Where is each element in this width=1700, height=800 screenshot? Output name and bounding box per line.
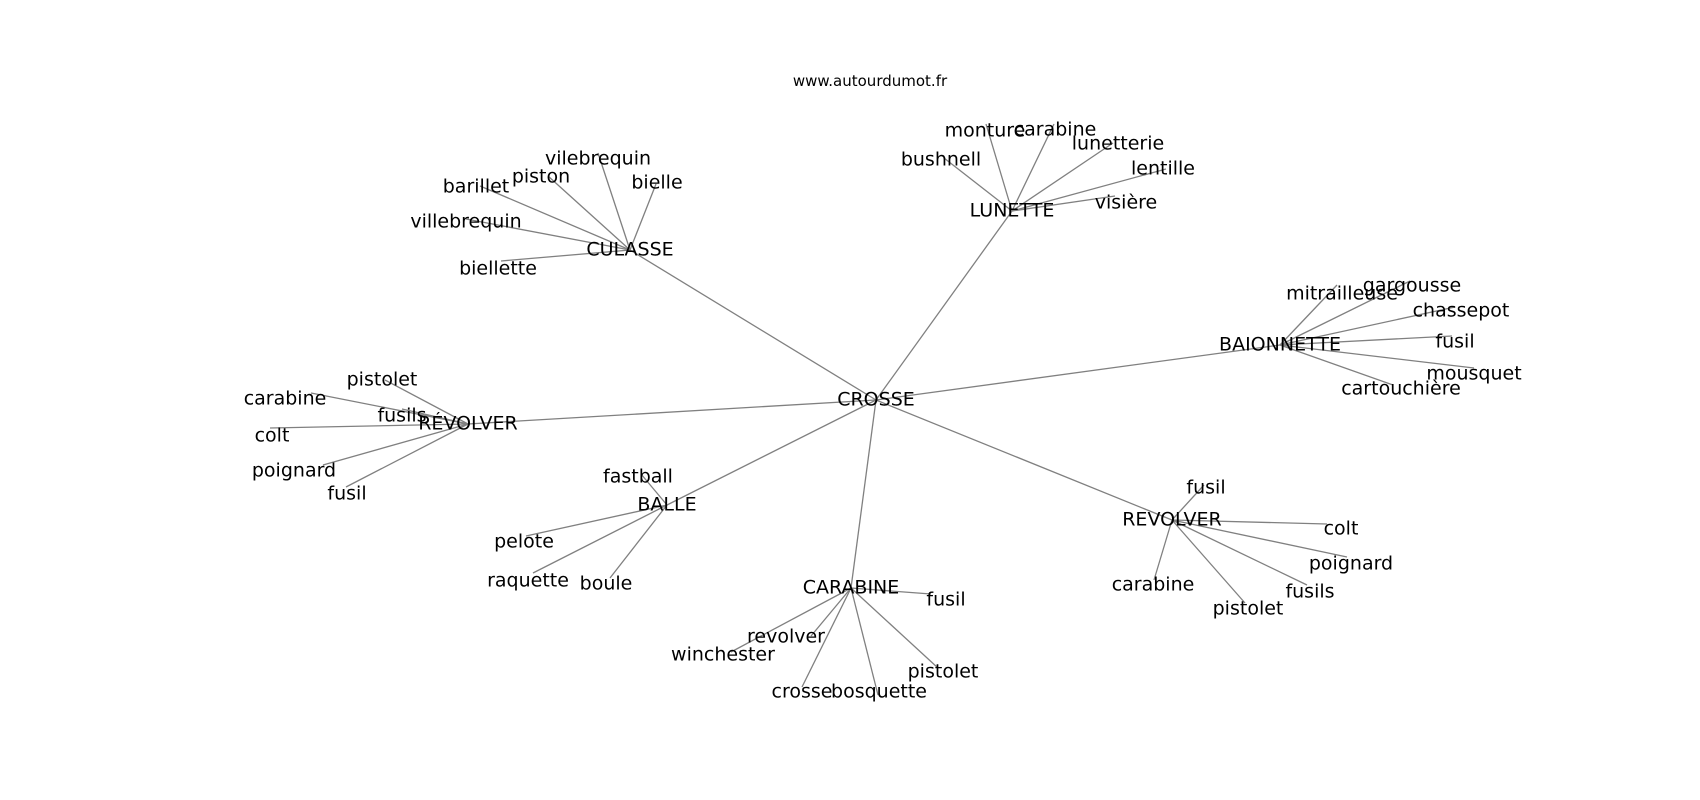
hub-node-label: CULASSE [586, 239, 673, 261]
edge-carabine-leaf [850, 587, 939, 669]
leaf-node-label: lunetterie [1072, 133, 1164, 155]
edge-revolver-leaf [1171, 519, 1348, 558]
edge-baionnette-leaf [1279, 344, 1394, 386]
leaf-node-label: crosse [772, 681, 833, 703]
leaf-node-label: pistolet [908, 661, 979, 683]
edge-revolver-accent-leaf [269, 423, 469, 429]
leaf-node-label: chassepot [1413, 300, 1510, 322]
edge-revolver-leaf [1171, 519, 1246, 604]
edge-revolver-leaf [1171, 519, 1308, 586]
edge-center-revolver-accent [467, 399, 877, 425]
leaf-node-label: fusil [926, 589, 965, 611]
edge-revolver-leaf [1153, 519, 1173, 581]
edge-center-lunette [875, 210, 1013, 401]
leaf-node-label: mousquet [1426, 363, 1521, 385]
edge-culasse-leaf [465, 218, 631, 251]
edge-culasse-leaf [500, 249, 631, 262]
leaf-node-label: fusil [1186, 477, 1225, 499]
edge-carabine-leaf [850, 587, 879, 696]
edge-culasse-leaf [597, 152, 631, 251]
edge-revolver-accent-leaf [384, 379, 469, 425]
edge-lunette-leaf [1011, 142, 1114, 212]
leaf-node-label: gargousse [1363, 275, 1461, 297]
leaf-node-label: bosquette [831, 681, 927, 703]
graph-edges [269, 123, 1475, 696]
edge-balle-leaf [525, 504, 668, 537]
leaf-node-label: fusils [1285, 581, 1334, 603]
edge-revolver-accent-leaf [310, 392, 469, 425]
edge-revolver-accent-leaf [401, 408, 469, 425]
edge-baionnette-leaf [1279, 306, 1456, 346]
leaf-node-label: carabine [1014, 119, 1097, 141]
leaf-node-label: raquette [487, 570, 569, 592]
edge-carabine-leaf [730, 587, 852, 653]
hub-node-label: LUNETTE [970, 200, 1055, 222]
edge-center-culasse [629, 249, 877, 401]
edge-carabine-leaf [850, 587, 932, 595]
leaf-node-label: pistolet [1213, 598, 1284, 620]
edge-revolver-accent-leaf [322, 423, 469, 466]
leaf-node-label: pistolet [347, 369, 418, 391]
hub-node-label: RÉVOLVER [418, 412, 518, 435]
edge-center-revolver [875, 399, 1173, 521]
edge-lunette-leaf [1011, 123, 1055, 212]
leaf-node-label: fusil [1435, 331, 1474, 353]
leaf-node-label: colt [255, 425, 290, 447]
edge-carabine-leaf [801, 587, 852, 688]
leaf-node-label: winchester [671, 644, 775, 666]
leaf-node-label: villebrequin [410, 211, 521, 233]
leaf-node-label: revolver [747, 626, 825, 648]
edge-baionnette-leaf [1279, 335, 1453, 346]
edge-revolver-leaf [1171, 519, 1328, 525]
leaf-node-label: piston [512, 166, 570, 188]
leaf-node-label: mitrailleuse [1286, 283, 1398, 305]
leaf-node-label: monture [945, 120, 1026, 142]
leaf-node-label: vilebrequin [545, 148, 651, 170]
leaf-node-label: lentille [1131, 158, 1195, 180]
edge-lunette-leaf [1011, 168, 1167, 212]
edge-baionnette-leaf [1279, 280, 1411, 346]
edge-center-balle [666, 399, 877, 506]
leaf-node-label: cartouchière [1341, 378, 1461, 400]
edge-balle-leaf [609, 504, 668, 579]
edge-center-carabine [850, 399, 877, 589]
edge-lunette-leaf [1011, 195, 1116, 212]
hub-node-label: BAIONNETTE [1219, 334, 1341, 356]
site-title: www.autourdumot.fr [792, 72, 948, 90]
hub-node-label: CARABINE [803, 577, 900, 599]
leaf-node-label: poignard [1309, 553, 1393, 575]
leaf-node-label: barillet [443, 176, 510, 198]
leaf-node-label: colt [1324, 518, 1359, 540]
leaf-node-label: poignard [252, 460, 336, 482]
leaf-node-label: bielle [631, 172, 682, 194]
edge-lunette-leaf [985, 123, 1013, 212]
leaf-node-label: fusils [377, 405, 426, 427]
leaf-node-label: fastball [603, 466, 673, 488]
edge-culasse-leaf [479, 185, 631, 251]
leaf-node-label: carabine [244, 388, 327, 410]
edge-culasse-leaf [629, 183, 657, 251]
hub-node-label: REVOLVER [1122, 509, 1222, 531]
edge-revolver-leaf [1171, 484, 1205, 521]
hub-node-label: BALLE [637, 494, 696, 516]
leaf-node-label: fusil [327, 483, 366, 505]
edge-revolver-accent-leaf [345, 423, 469, 488]
edge-balle-leaf [640, 473, 668, 506]
edge-carabine-leaf [810, 587, 852, 637]
leaf-node-label: boule [580, 573, 633, 595]
leaf-node-label: visière [1095, 192, 1157, 214]
leaf-node-label: biellette [459, 258, 537, 280]
edge-baionnette-leaf [1279, 284, 1338, 346]
edge-balle-leaf [532, 504, 668, 574]
edge-lunette-leaf [943, 157, 1013, 212]
center-node-label: CROSSE [837, 389, 915, 411]
edge-culasse-leaf [547, 175, 631, 251]
edge-center-baionnette [875, 344, 1281, 401]
leaf-node-label: bushnell [901, 149, 981, 171]
leaf-node-label: carabine [1112, 574, 1195, 596]
leaf-node-label: pelote [494, 531, 554, 553]
edge-baionnette-leaf [1279, 344, 1475, 369]
